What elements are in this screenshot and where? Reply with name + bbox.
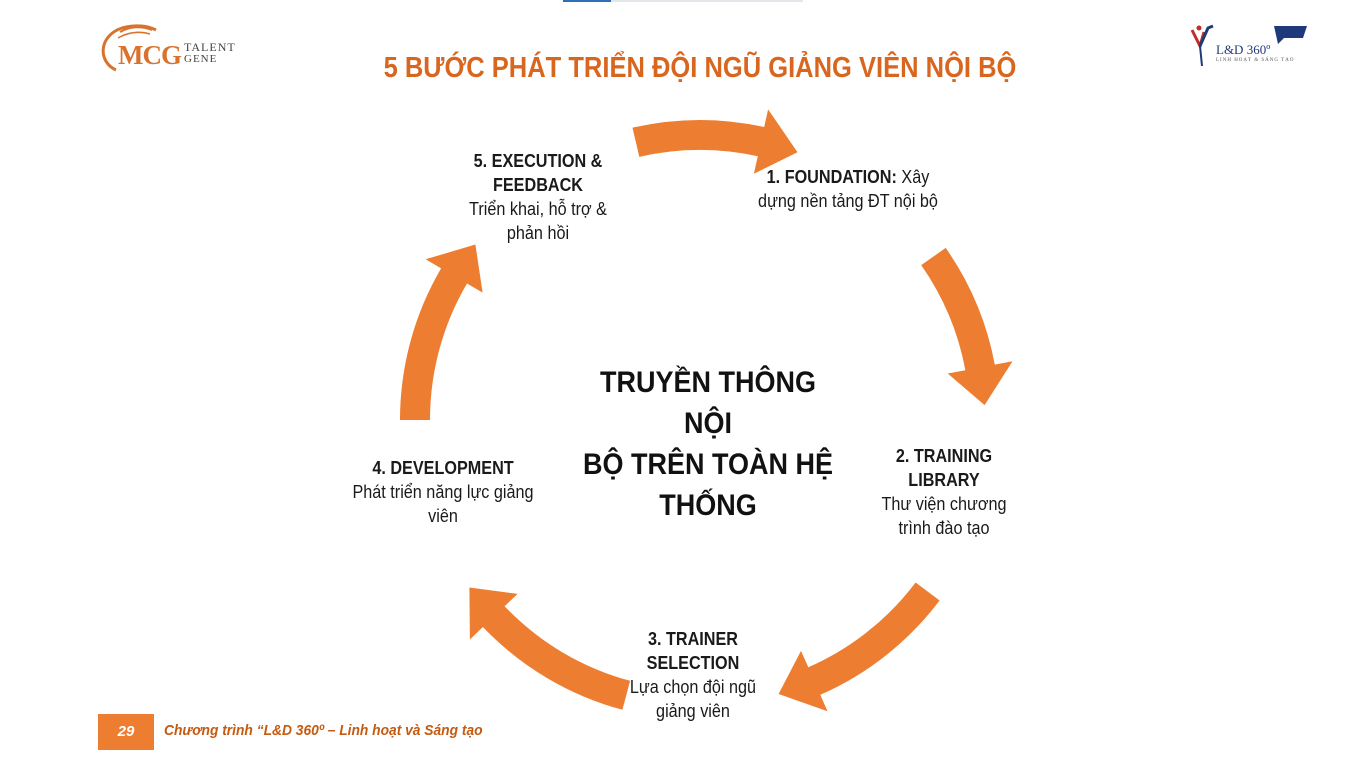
step-4-desc: Phát triển năng lực giảng viên	[352, 482, 534, 526]
logo-sub-text-2: GENE	[184, 53, 218, 65]
logo-sub-text-1: TALENT	[184, 40, 236, 54]
arrow-5-to-1	[632, 109, 798, 174]
arrow-1-to-2	[921, 247, 1013, 406]
center-label-line-2: BỘ TRÊN TOÀN HỆ	[582, 448, 834, 481]
footer-program-text: Chương trình “L&D 360º – Linh hoạt và Sá…	[164, 722, 483, 739]
step-4-label: 4. DEVELOPMENT Phát triển năng lực giảng …	[338, 456, 548, 528]
step-1-title: 1. FOUNDATION:	[766, 167, 897, 187]
step-1-label: 1. FOUNDATION: Xây dựng nền tảng ĐT nội …	[748, 165, 948, 213]
page-number: 29	[98, 714, 154, 750]
step-5-title: 5. EXECUTION & FEEDBACK	[473, 151, 603, 195]
center-label-line-1: TRUYỀN THÔNG NỘI	[600, 366, 816, 440]
ld360-logo-tagline: LINH HOẠT & SÁNG TẠO	[1216, 58, 1295, 63]
mcg-swoosh-icon	[101, 24, 157, 72]
top-progress-segment	[563, 0, 611, 2]
arrow-2-to-3	[778, 582, 940, 712]
top-progress-bar	[563, 0, 803, 2]
step-4-title: 4. DEVELOPMENT	[372, 458, 514, 478]
ld360-emblem-icon	[1190, 24, 1307, 67]
arrow-3-to-4	[469, 587, 631, 710]
ld360-logo-text: L&D 360º	[1216, 42, 1271, 57]
arrow-4-to-5	[400, 244, 483, 420]
step-2-title: 2. TRAINING LIBRARY	[895, 446, 993, 490]
mcg-talent-gene-logo: MCG TALENT GENE	[96, 22, 246, 76]
step-2-desc: Thư viện chương trình đào tạo	[881, 494, 1007, 538]
step-3-desc: Lựa chọn đội ngũ giảng viên	[629, 677, 757, 721]
step-5-desc: Triển khai, hỗ trợ & phản hồi	[469, 199, 607, 243]
step-3-title: 3. TRAINER SELECTION	[646, 629, 740, 673]
step-1-desc: Xây dựng nền tảng ĐT nội bộ	[758, 167, 938, 211]
page-title: 5 BƯỚC PHÁT TRIỂN ĐỘI NGŨ GIẢNG VIÊN NỘI…	[383, 52, 1017, 84]
center-label: TRUYỀN THÔNG NỘI BỘ TRÊN TOÀN HỆ THỐNG	[560, 362, 856, 526]
ld360-logo: L&D 360º LINH HOẠT & SÁNG TẠO	[1186, 22, 1311, 70]
logo-main-text: MCG	[118, 40, 182, 70]
center-label-line-3: THỐNG	[659, 489, 757, 522]
